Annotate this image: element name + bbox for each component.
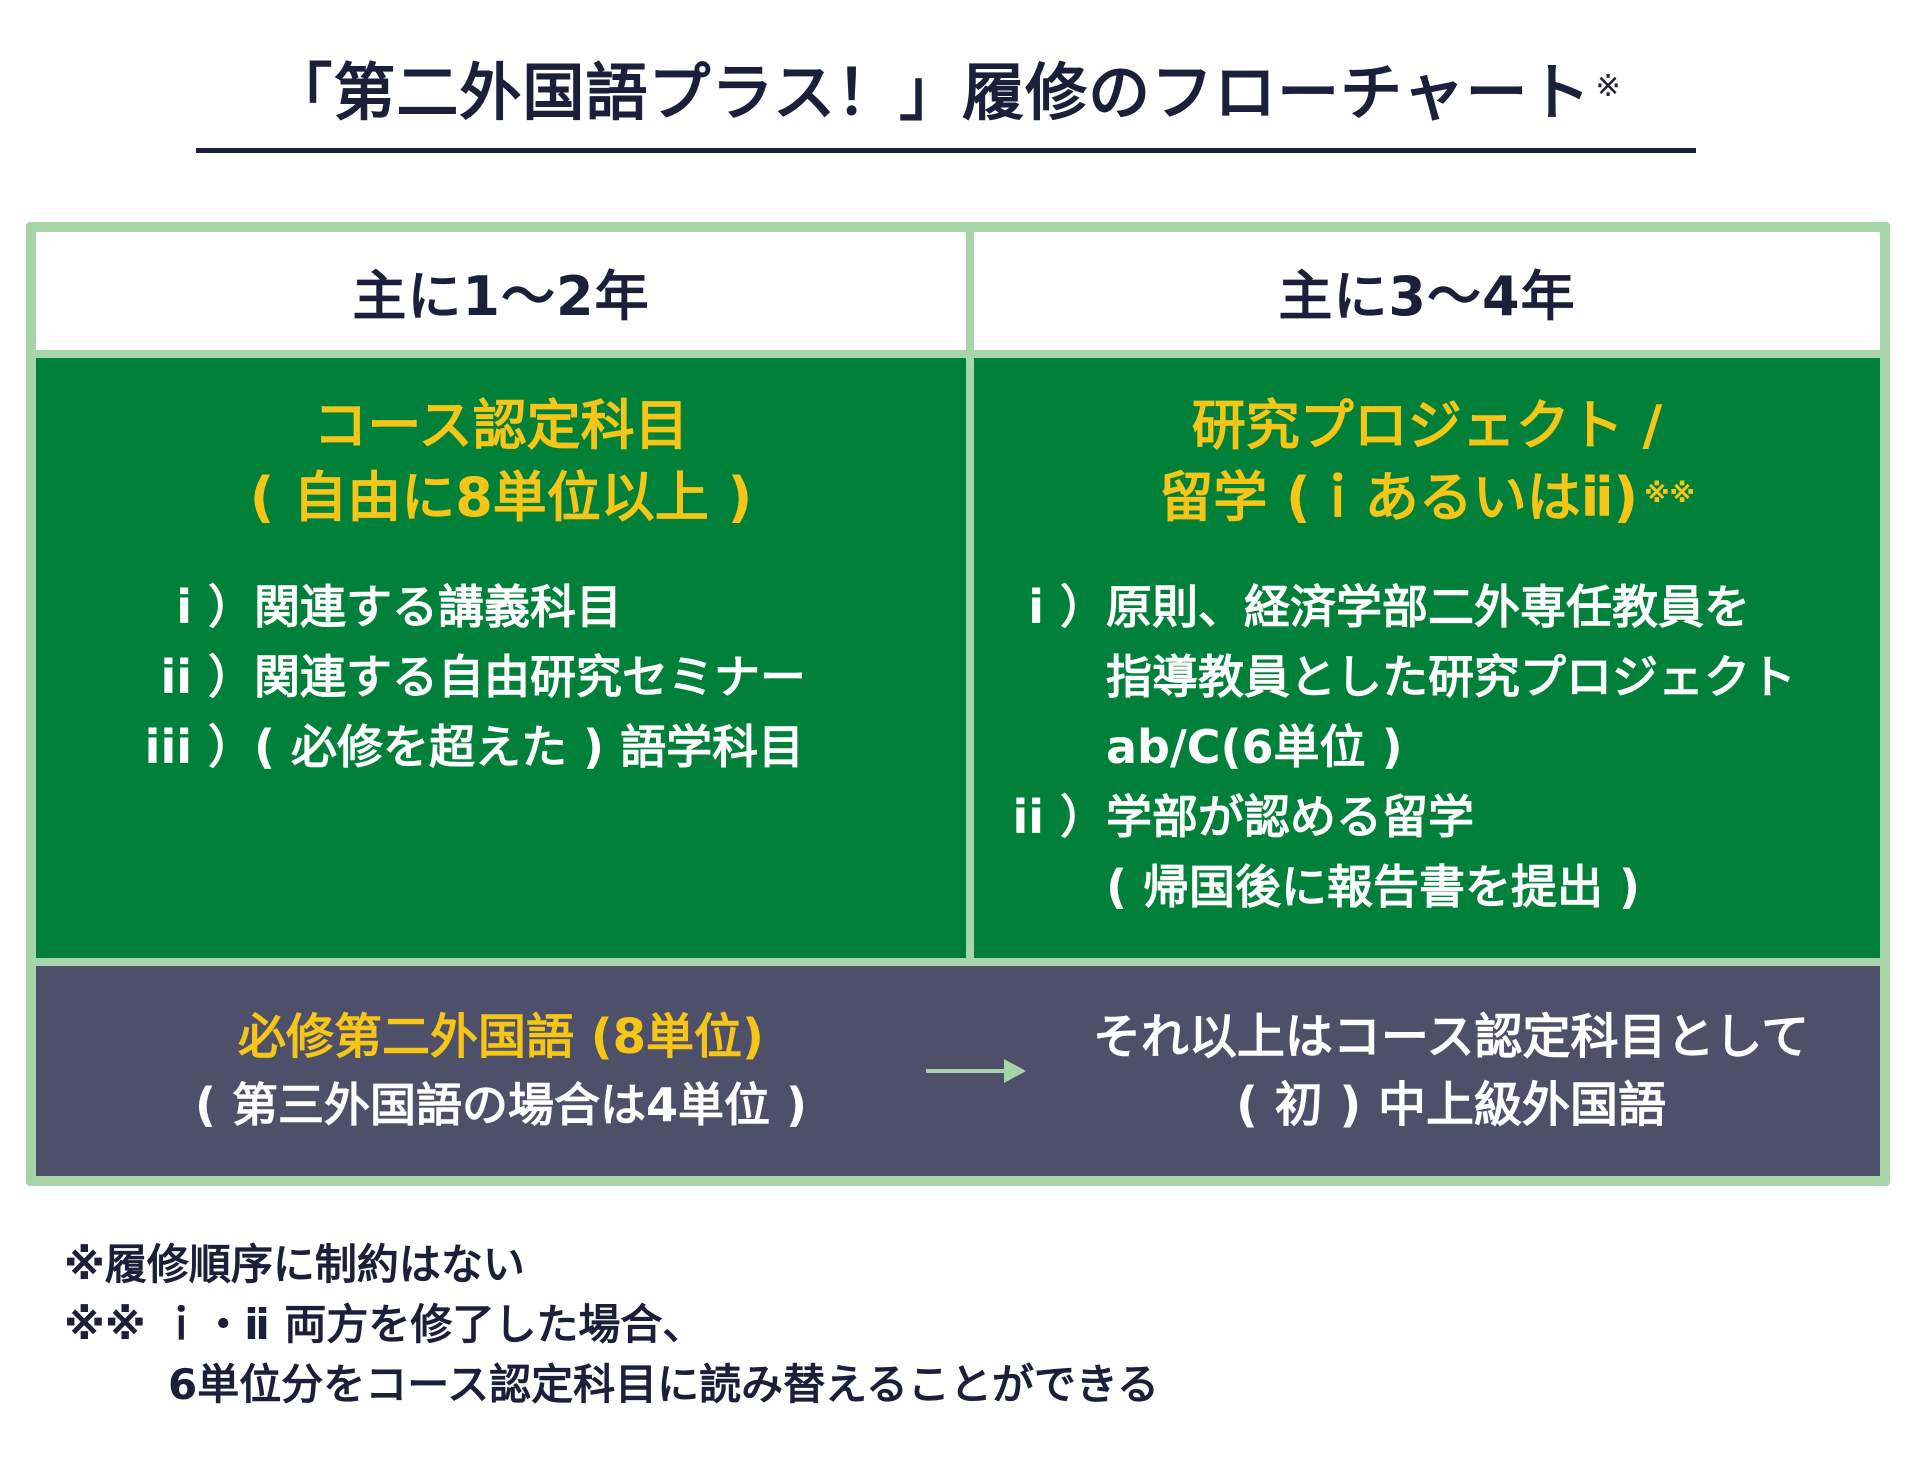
column-header-years-1-2: 主に1〜2年 [36,232,966,350]
title-underline [196,148,1696,153]
footnote-2: ※※ ｉ・ⅱ 両方を修了した場合、 [64,1300,705,1349]
footnote-2-continuation: 6単位分をコース認定科目に読み替えることができる [168,1360,1160,1409]
course-certified-heading-line1: コース認定科目 [313,394,689,457]
list-item-continuation: ab/C(6単位 ) [1106,720,1403,774]
list-item-text: 原則、経済学部二外専任教員を [1106,580,1750,634]
research-project-note-mark: ※※ [1644,479,1695,509]
page-title-area: 「第二外国語プラス！」履修のフローチャート※ [196,48,1696,152]
list-item: ii ） 関連する自由研究セミナー [144,642,806,712]
title-text: 「第二外国語プラス！」履修のフローチャート [270,56,1592,129]
list-item-marker: ii ） [160,650,254,704]
list-item-continuation: ( 帰国後に報告書を提出 ) [1106,860,1641,914]
course-certified-heading: コース認定科目 ( 自由に8単位以上 ) [36,390,966,534]
title-note-mark: ※ [1595,69,1622,104]
list-item-marker: i ） [176,580,254,634]
research-project-heading-line1: 研究プロジェクト / [1191,394,1663,457]
list-item: ii ） 学部が認める留学 [996,782,1796,852]
research-project-heading-line2: 留学 (ｉあるいはⅱ)※※ [974,462,1880,534]
course-certified-list: i ） 関連する講義科目 ii ） 関連する自由研究セミナー iii ） ( 必… [144,572,806,782]
required-language-subtitle: ( 第三外国語の場合は4単位 ) [194,1078,808,1132]
list-item-text: 関連する自由研究セミナー [254,650,806,704]
list-item-text: ( 必修を超えた ) 語学科目 [254,720,805,774]
required-language-left: 必修第二外国語 (8単位) ( 第三外国語の場合は4単位 ) [36,966,966,1176]
research-project-heading-line2-text: 留学 (ｉあるいはⅱ) [1159,466,1639,529]
list-item: iii ） ( 必修を超えた ) 語学科目 [144,712,806,782]
list-item-text: 関連する講義科目 [254,580,622,634]
footnotes: ※履修順序に制約はない ※※ ｉ・ⅱ 両方を修了した場合、 6単位分をコース認定… [64,1235,1159,1415]
list-item-marker: ii ） [1012,790,1106,844]
list-item: i ） 関連する講義科目 [144,572,806,642]
advanced-language-line1: それ以上はコース認定科目として [1092,1009,1810,1065]
course-certified-subjects-box: コース認定科目 ( 自由に8単位以上 ) i ） 関連する講義科目 ii ） 関… [36,358,966,958]
page-title: 「第二外国語プラス！」履修のフローチャート※ [196,48,1696,138]
advanced-language-right: それ以上はコース認定科目として ( 初 ) 中上級外国語 [1026,966,1876,1176]
advanced-language-line2: ( 初 ) 中上級外国語 [1235,1077,1666,1133]
list-item-marker: iii ） [144,720,254,774]
required-language-title: 必修第二外国語 (8単位) [238,1009,764,1065]
footnote-1: ※履修順序に制約はない [64,1240,525,1289]
right-arrow-icon [926,1059,1026,1083]
list-item-continuation: 指導教員とした研究プロジェクト [1106,650,1796,704]
list-item-text: 学部が認める留学 [1106,790,1474,844]
research-project-study-abroad-box: 研究プロジェクト / 留学 (ｉあるいはⅱ)※※ i ） 原則、経済学部二外専任… [974,358,1880,958]
list-item-marker: i ） [1028,580,1106,634]
flowchart-frame: 主に1〜2年 主に3〜4年 コース認定科目 ( 自由に8単位以上 ) i ） 関… [26,222,1890,1186]
column-header-years-3-4: 主に3〜4年 [974,232,1880,350]
research-project-list: i ） 原則、経済学部二外専任教員を 指導教員とした研究プロジェクト ab/C(… [996,572,1796,922]
list-item: i ） 原則、経済学部二外専任教員を [996,572,1796,642]
research-project-heading: 研究プロジェクト / 留学 (ｉあるいはⅱ)※※ [974,390,1880,534]
course-certified-heading-line2: ( 自由に8単位以上 ) [249,466,753,529]
required-language-box: 必修第二外国語 (8単位) ( 第三外国語の場合は4単位 ) それ以上はコース認… [36,966,1880,1176]
